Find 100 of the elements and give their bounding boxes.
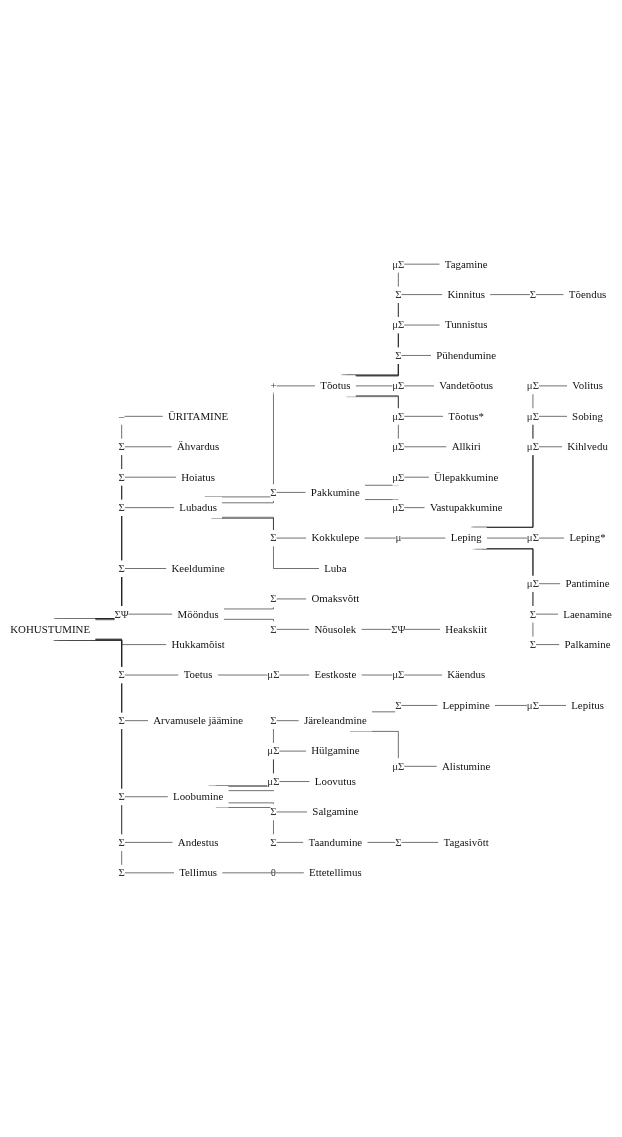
node-text: Tagasivõtt: [443, 836, 489, 849]
edge-label: μΣ: [267, 775, 280, 788]
edge-label: Σ: [118, 501, 125, 514]
node-text: Mööndus: [177, 607, 219, 621]
edge-label: μΣ: [392, 257, 405, 271]
node-text: Tagamine: [444, 257, 488, 271]
edge-label: Σ: [118, 790, 125, 803]
edge-label: μΣ: [392, 760, 405, 773]
edge-label: μΣ: [526, 531, 540, 544]
node-text: Leppimine: [442, 699, 490, 712]
edge-label: Σ: [270, 714, 277, 727]
edge-label: θ: [270, 866, 277, 879]
edge-label: Σ: [118, 668, 125, 681]
edge-label: Σ: [529, 638, 537, 651]
node-text: Kokkulepe: [311, 531, 360, 544]
connector: [228, 781, 310, 791]
edge-label: Σ: [118, 836, 125, 849]
node-text: Tõendus: [568, 288, 607, 301]
edge-label: μΣ: [526, 379, 540, 392]
edge-label: Σ: [270, 592, 277, 605]
node-text: Laenamine: [563, 607, 612, 621]
edge-label: Σ: [118, 562, 125, 575]
node-text: Taandumine: [308, 836, 363, 849]
node-text: Omaksvõtt: [311, 592, 360, 605]
edge-label: Σ: [270, 836, 277, 849]
edge-label: Σ: [395, 836, 402, 849]
edge-label: μΣ: [392, 470, 405, 484]
node-text: Tunnistus: [444, 318, 488, 331]
node-text: Alistumine: [441, 760, 491, 773]
node-text: Loovutus: [314, 775, 356, 788]
edge-label: ΣΨ: [391, 623, 406, 636]
edge-label: μΣ: [392, 501, 405, 514]
node-text: Arvamusele jäämine: [153, 714, 244, 727]
node-text: Nõusolek: [314, 623, 357, 636]
node-text: Ähvardus: [176, 440, 220, 453]
node-text: Hülgamine: [311, 744, 360, 758]
edge-label: Σ: [529, 607, 537, 621]
edge-label: Σ: [118, 714, 125, 727]
connector: [355, 395, 444, 417]
edge-label: ΣΨ: [114, 607, 129, 621]
node-text: Keeldumine: [171, 562, 225, 575]
node-text: Pantimine: [565, 577, 610, 590]
connector: [94, 613, 173, 621]
edge-label: Σ: [395, 288, 402, 301]
edge-label: Σ: [118, 440, 125, 453]
connector: [228, 802, 308, 813]
node-text: Vandetõotus: [439, 379, 494, 392]
connector: [223, 619, 310, 630]
edge-label: μΣ: [392, 440, 405, 453]
node-text: Leping*: [569, 531, 606, 544]
connector: [208, 720, 300, 787]
node-text: ÜRITAMINE: [167, 410, 229, 423]
edge-label: μΣ: [267, 744, 280, 758]
connector: [494, 705, 567, 706]
node-text: Andestus: [177, 836, 219, 849]
edge-label: μΣ: [392, 410, 405, 423]
node-text: Kinnitus: [447, 288, 485, 301]
edge-label: –: [118, 410, 125, 423]
edge-label: Σ: [270, 486, 277, 499]
node-text: Ülepakkumine: [434, 470, 499, 484]
node-text: Tõotus*: [448, 410, 485, 423]
node-text: Sobing: [572, 410, 603, 423]
edge-label: μΣ: [526, 410, 540, 423]
node-text: Käendus: [447, 668, 486, 681]
edge-label: Σ: [270, 623, 277, 636]
connector: [221, 492, 307, 504]
edge-label: Σ: [395, 699, 402, 712]
node-text: Ettetellimus: [309, 866, 362, 879]
node-text: Palkamine: [564, 638, 611, 651]
connector: [221, 516, 307, 539]
edge-label: Σ: [395, 349, 402, 362]
node-text: Hoiatus: [181, 470, 216, 484]
edge-label: μΣ: [392, 318, 405, 331]
edge-label: μ: [395, 531, 402, 544]
node-text: Vastupakkumine: [429, 501, 503, 514]
node-text: Kihlvedu: [567, 440, 608, 453]
node-text: Luba: [324, 562, 347, 575]
node-text: Eestkoste: [314, 668, 357, 681]
connector: [355, 355, 432, 377]
node-text: Toetus: [183, 668, 213, 681]
edge-label: μΣ: [392, 379, 405, 392]
edge-label: Σ: [529, 288, 537, 301]
connector: [94, 638, 167, 645]
connector: [215, 750, 307, 787]
node-text: Tellimus: [179, 866, 218, 879]
edge-label: μΣ: [526, 577, 540, 590]
edge-label: Σ: [118, 470, 125, 484]
connector: [371, 705, 438, 713]
node-text: Pakkumine: [310, 486, 360, 499]
edge-label: +: [270, 379, 277, 392]
edge-label: Σ: [270, 531, 277, 544]
node-text: Hukkamõist: [171, 638, 225, 651]
edge-label: μΣ: [526, 699, 540, 712]
edge-label: μΣ: [526, 440, 540, 453]
node-text: Volitus: [572, 379, 603, 392]
node-text: Pühendumine: [436, 349, 497, 362]
node-text: Allkiri: [451, 440, 481, 453]
edge-label: μΣ: [392, 668, 405, 681]
connector: [223, 598, 307, 610]
node-text: Salgamine: [312, 805, 359, 818]
